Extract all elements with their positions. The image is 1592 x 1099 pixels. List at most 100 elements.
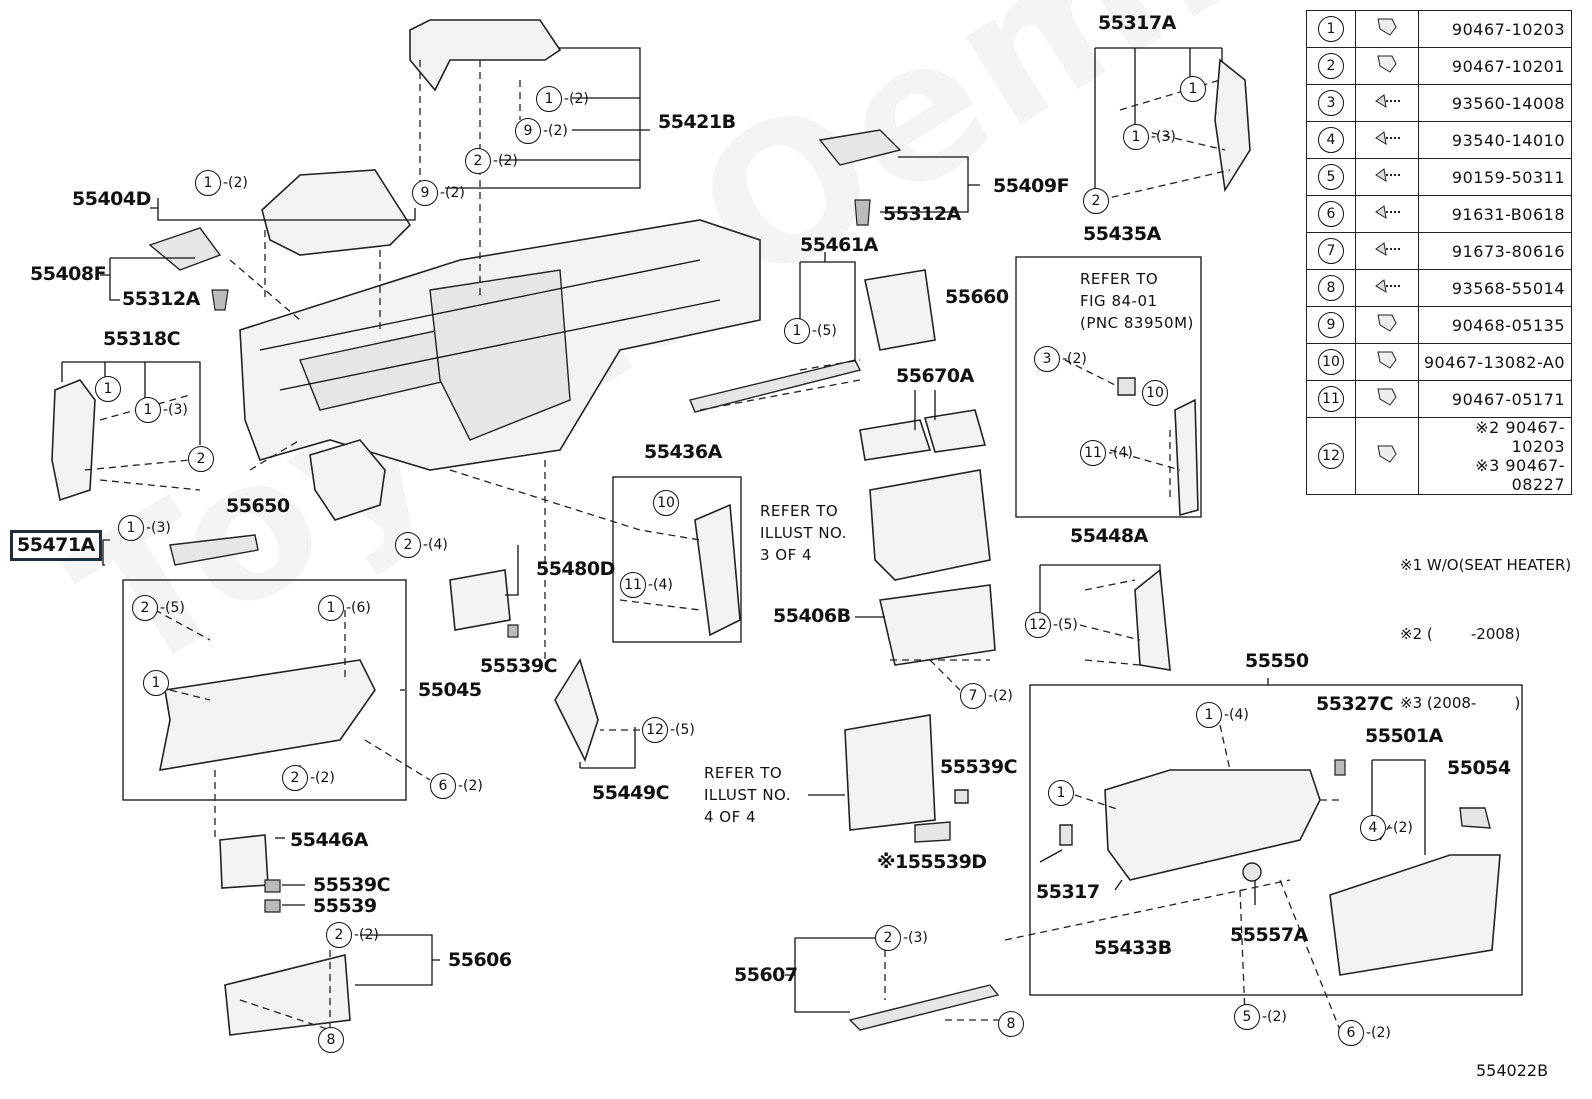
legend-part-number: 91673-80616: [1418, 232, 1572, 270]
callout: 8: [998, 1011, 1024, 1037]
part-label[interactable]: 55606: [448, 949, 512, 971]
part-label[interactable]: 55607: [734, 964, 798, 986]
part-label[interactable]: 55054: [1447, 757, 1511, 779]
part-label[interactable]: 55539C: [940, 756, 1018, 778]
part-label[interactable]: 55660: [945, 286, 1009, 308]
glove-box-housing-shape: [1104, 769, 1321, 881]
callout: 8: [318, 1027, 344, 1053]
callout: 1-(2): [195, 170, 248, 196]
screw-icon: [1355, 121, 1419, 159]
legend-number: 10: [1306, 343, 1356, 381]
part-label[interactable]: 55327C: [1316, 693, 1394, 715]
group-box-55550: [1029, 684, 1523, 996]
legend-number: 4: [1306, 121, 1356, 159]
callout: 2-(2): [465, 148, 518, 174]
callout: 2-(2): [326, 922, 379, 948]
part-label[interactable]: 55409F: [993, 175, 1070, 197]
part-label[interactable]: 55436A: [644, 441, 722, 463]
part-label[interactable]: 55045: [418, 679, 482, 701]
clip-icon: [1355, 47, 1419, 85]
part-label[interactable]: 55480D: [536, 558, 615, 580]
callout: 1-(4): [1196, 702, 1249, 728]
refer-note-84-01[interactable]: REFER TO FIG 84-01 (PNC 83950M): [1080, 270, 1194, 332]
part-label[interactable]: 55501A: [1365, 725, 1443, 747]
part-label[interactable]: 55539: [313, 895, 377, 917]
part-label[interactable]: 55539C: [480, 655, 558, 677]
part-label[interactable]: 55317: [1036, 881, 1100, 903]
refer-note-4-of-4[interactable]: REFER TO ILLUST NO. 4 OF 4: [704, 764, 792, 826]
part-label[interactable]: 55539C: [313, 874, 391, 896]
callout: 12-(5): [1025, 612, 1078, 638]
part-label[interactable]: 55461A: [800, 234, 878, 256]
upper-cover-shape: [409, 19, 562, 92]
callout: 9-(2): [412, 180, 465, 206]
legend-number: 6: [1306, 195, 1356, 233]
screw-icon: [1355, 84, 1419, 122]
part-label[interactable]: 55449C: [592, 782, 670, 804]
screw-icon: [1355, 232, 1419, 270]
part-label[interactable]: 55312A: [883, 203, 961, 225]
highlighted-part-label: 55471A: [17, 534, 95, 556]
group-box-55435A: [1015, 256, 1202, 518]
legend-row[interactable]: 7 91673-80616: [1306, 232, 1572, 270]
callout: 1: [1180, 76, 1206, 102]
callout: 1-(2): [536, 86, 589, 112]
group-box-55045: [122, 579, 407, 801]
part-label[interactable]: 55557A: [1230, 924, 1308, 946]
part-label[interactable]: 55670A: [896, 365, 974, 387]
callout: 4-(2): [1360, 815, 1413, 841]
meter-hood-shape: [261, 169, 412, 256]
legend-row[interactable]: 12※2 90467-10203※3 90467-08227: [1306, 417, 1572, 495]
callout: 1-(3): [135, 397, 188, 423]
refer-note-3-of-4[interactable]: REFER TO ILLUST NO. 3 OF 4: [760, 502, 848, 564]
lower-panel-shape: [158, 659, 376, 771]
part-label[interactable]: 55404D: [72, 188, 151, 210]
callout: 2-(5): [132, 595, 185, 621]
part-label[interactable]: ※155539D: [877, 851, 987, 873]
side-cover-left-shape: [51, 379, 96, 502]
part-label[interactable]: 55312A: [122, 288, 200, 310]
legend-part-number: 90159-50311: [1418, 158, 1572, 196]
part-label[interactable]: 55433B: [1094, 937, 1172, 959]
callout: 2-(3): [875, 925, 928, 951]
part-label[interactable]: 55650: [226, 495, 290, 517]
callout: 10: [653, 490, 679, 516]
legend-number: 7: [1306, 232, 1356, 270]
legend-number: 2: [1306, 47, 1356, 85]
part-label[interactable]: 55550: [1245, 650, 1309, 672]
part-label[interactable]: 55317A: [1098, 12, 1176, 34]
part-label[interactable]: 55318C: [103, 328, 181, 350]
part-label[interactable]: 55446A: [290, 829, 368, 851]
part-label[interactable]: 55406B: [773, 605, 851, 627]
clip-icon: [1355, 380, 1419, 418]
legend-number: 8: [1306, 269, 1356, 307]
clip-icon: [1355, 343, 1419, 381]
legend-number: 12: [1306, 417, 1356, 495]
highlighted-part-box[interactable]: 55471A: [10, 530, 102, 561]
part-label[interactable]: 55421B: [658, 111, 736, 133]
callout: 6-(2): [1338, 1020, 1391, 1046]
callout: 12-(5): [642, 717, 695, 743]
legend-part-number: 90468-05135: [1418, 306, 1572, 344]
part-label[interactable]: 55448A: [1070, 525, 1148, 547]
part-label[interactable]: 55435A: [1083, 223, 1161, 245]
screw-icon: [1355, 195, 1419, 233]
glove-box-door-shape: [1329, 854, 1501, 976]
part-label[interactable]: 55408F: [30, 263, 107, 285]
callout: 11-(4): [620, 572, 673, 598]
legend-part-number: 90467-05171: [1418, 380, 1572, 418]
callout: 1-(3): [118, 515, 171, 541]
